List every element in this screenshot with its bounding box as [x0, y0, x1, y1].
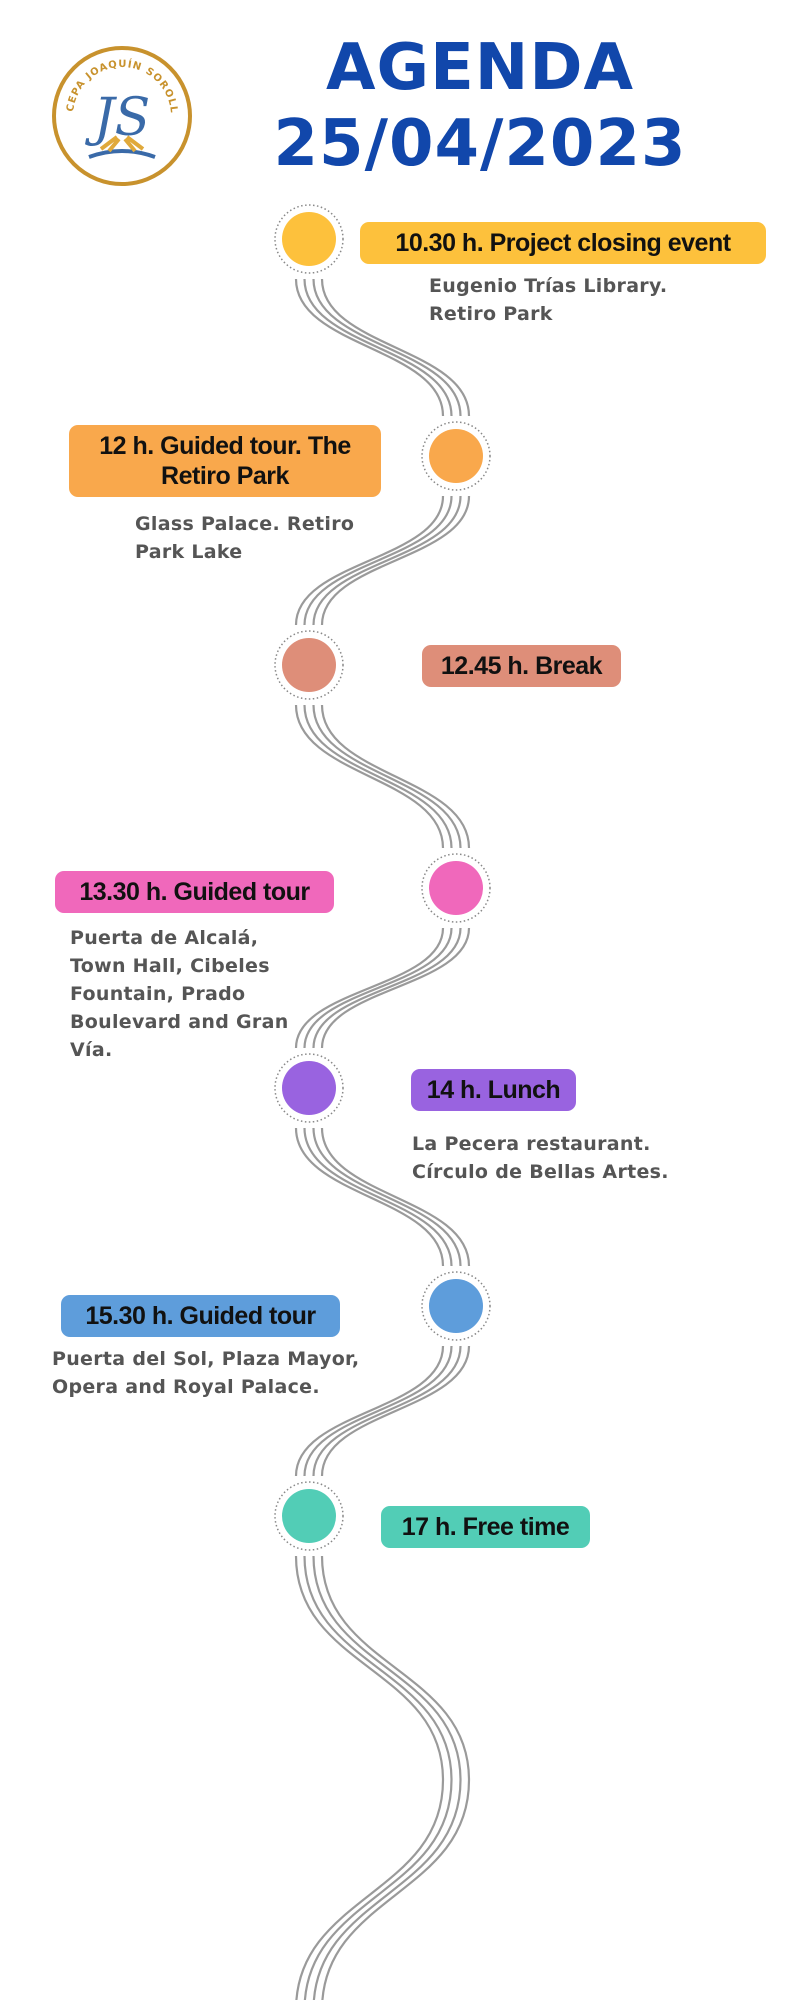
event-label: 15.30 h. Guided tour	[61, 1295, 340, 1337]
event-label: 13.30 h. Guided tour	[55, 871, 334, 913]
event-label: 12 h. Guided tour. The Retiro Park	[69, 425, 381, 497]
timeline-line-strand	[294, 704, 445, 849]
timeline-line-strand	[303, 1345, 453, 1477]
timeline-line-strand	[312, 927, 462, 1049]
timeline-line-strand	[312, 1345, 462, 1477]
timeline-line-strand	[294, 278, 445, 417]
page-title: AGENDA	[326, 31, 634, 105]
timeline-line-strand	[312, 1127, 462, 1267]
event-label: 14 h. Lunch	[411, 1069, 576, 1111]
timeline-line-strand	[303, 495, 453, 626]
timeline-line-strand	[320, 495, 471, 626]
timeline-line-strand	[294, 1345, 445, 1477]
timeline-line-strand	[312, 495, 462, 626]
timeline-line-strand	[303, 1555, 453, 1781]
timeline-line-strand	[320, 1555, 471, 1781]
timeline-line-strand	[312, 1555, 462, 1781]
timeline-node	[282, 1061, 336, 1115]
timeline-line-strand	[321, 1779, 471, 2000]
timeline-node	[429, 861, 483, 915]
timeline-node	[282, 638, 336, 692]
event-description: Puerta de Alcalá, Town Hall, Cibeles Fou…	[70, 927, 289, 1061]
timeline-line-strand	[320, 1127, 471, 1267]
event-description: Glass Palace. Retiro Park Lake	[135, 513, 355, 563]
agenda-date: 25/04/2023	[273, 107, 687, 181]
timeline-line-strand	[294, 1127, 445, 1267]
timeline-line-strand	[303, 278, 453, 417]
timeline-line-strand	[294, 927, 445, 1049]
timeline-node	[429, 1279, 483, 1333]
event-label: 10.30 h. Project closing event	[360, 222, 766, 264]
event-label: 12.45 h. Break	[422, 645, 621, 687]
timeline-line-strand	[312, 278, 462, 417]
timeline-node	[282, 212, 336, 266]
event-description: La Pecera restaurant. Círculo de Bellas …	[412, 1133, 669, 1183]
timeline-line-strand	[320, 1345, 471, 1477]
timeline-line-strand	[313, 1779, 462, 2000]
timeline-line-strand	[320, 704, 471, 849]
event-description: Puerta del Sol, Plaza Mayor, Opera and R…	[52, 1348, 360, 1398]
event-description: Eugenio Trías Library. Retiro Park	[429, 275, 668, 325]
timeline-node	[429, 429, 483, 483]
event-label: 17 h. Free time	[381, 1506, 590, 1548]
timeline-line-strand	[304, 1779, 453, 2000]
timeline-line-strand	[294, 1555, 445, 1781]
timeline-node	[282, 1489, 336, 1543]
timeline-line-strand	[295, 1779, 445, 2000]
timeline-line-strand	[303, 927, 453, 1049]
timeline-line-strand	[303, 1127, 453, 1267]
timeline-line-strand	[312, 704, 462, 849]
timeline-line-strand	[320, 927, 471, 1049]
timeline-line-strand	[320, 278, 471, 417]
school-logo: CEPA JOAQUÍN SOROLLA JS	[51, 45, 192, 186]
timeline-line-strand	[294, 495, 445, 626]
timeline-line-strand	[303, 704, 453, 849]
